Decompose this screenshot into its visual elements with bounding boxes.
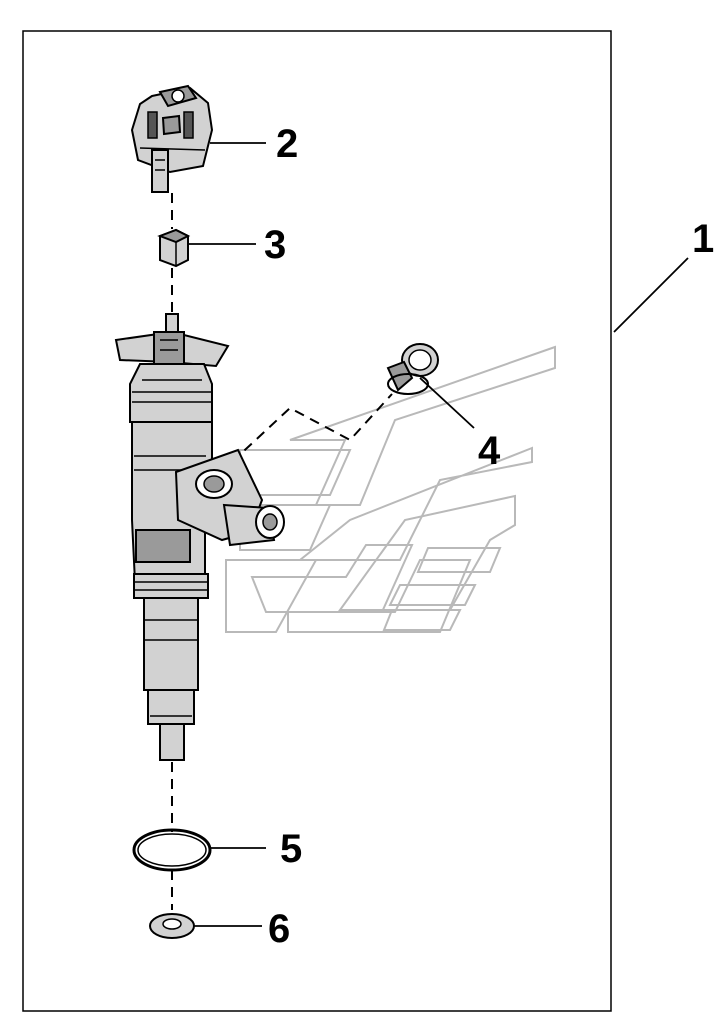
callout-5: 5 [280, 827, 302, 871]
fuel-injector-body [114, 313, 285, 761]
assembly-axis-lines [171, 193, 393, 910]
callout-1: 1 [692, 217, 714, 261]
hex-nut [157, 228, 191, 268]
o-ring [132, 828, 212, 872]
callout-2: 2 [276, 122, 298, 166]
callout-4: 4 [478, 429, 501, 473]
sealing-washer [149, 913, 195, 939]
retaining-clip [386, 343, 439, 395]
callout-6: 6 [268, 907, 290, 951]
diagram-frame [22, 30, 612, 1012]
callout-3: 3 [264, 223, 286, 267]
watermark-logo [225, 345, 556, 633]
leader-lines [188, 142, 689, 927]
connector-plug [130, 84, 214, 193]
